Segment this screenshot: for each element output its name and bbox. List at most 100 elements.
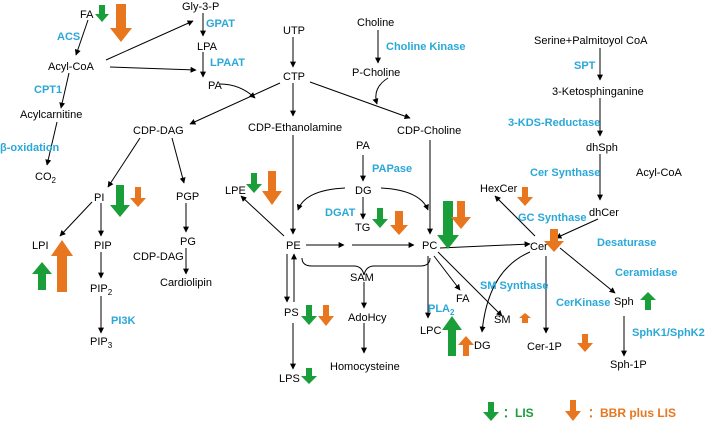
label-lpc: LPC — [420, 325, 441, 337]
label-sph: Sph — [614, 296, 634, 308]
label-acylcarnitine: Acylcarnitine — [20, 109, 82, 121]
edge-ctp-cdpdag — [189, 82, 281, 125]
label-tg: TG — [355, 222, 370, 234]
label-cdp-dag: CDP-DAG — [133, 125, 184, 137]
enzyme-desaturase: Desaturase — [597, 237, 656, 249]
edge-pe-lpe — [240, 195, 285, 237]
enzyme-acs: ACS — [57, 31, 80, 43]
lis-up-arrow-lpc — [442, 316, 462, 356]
bbr-up-arrow-sm — [519, 313, 531, 323]
edge-acylcoa-lpa — [105, 20, 194, 61]
enzyme-choline-kinase: Choline Kinase — [386, 41, 465, 53]
label-cer: Cer — [530, 241, 548, 253]
enzyme-sm-synthase: SM Synthase — [480, 280, 548, 292]
label-pg: PG — [180, 236, 196, 248]
bbr-down-arrow-hexcer — [517, 187, 533, 206]
edge-cdpdag-pgp — [171, 137, 186, 184]
enzyme-lpaat: LPAAT — [210, 57, 245, 69]
lis-down-arrow-pi — [110, 185, 130, 217]
edge-dhcer-cer — [555, 218, 599, 239]
label-pe: PE — [286, 240, 301, 252]
edge-acylcoa-pa — [109, 66, 197, 73]
label-acyl-coa-2: Acyl-CoA — [636, 167, 683, 179]
label-pi: PI — [94, 192, 104, 204]
bbr-up-arrow-lpc — [458, 336, 474, 356]
edge-cer-sph — [559, 247, 616, 294]
label-pa-top: PA — [208, 80, 223, 92]
label-choline: Choline — [357, 17, 394, 29]
lis-up-arrow-lpi — [32, 262, 52, 290]
bbr-down-arrow-fa — [110, 4, 132, 42]
enzyme-spt: SPT — [574, 60, 596, 72]
label-lps: LPS — [279, 373, 300, 385]
edge-dg-pe — [296, 187, 346, 211]
label-fa: FA — [80, 9, 94, 21]
enzyme-dgat: DGAT — [325, 207, 356, 219]
label-dg: DG — [355, 185, 372, 197]
enzyme-cerkinase: CerKinase — [556, 297, 610, 309]
label-sph-1p: Sph-1P — [610, 359, 647, 371]
legend: ：LIS ：BBR plus LIS — [483, 400, 676, 421]
lis-down-arrow-tg — [372, 208, 388, 228]
label-dg-2: DG — [474, 340, 491, 352]
lis-down-arrow-lpe — [246, 173, 262, 193]
label-pa-mid: PA — [356, 140, 371, 152]
edge-pc-fa — [433, 255, 461, 291]
enzyme-cer-synthase: Cer Synthase — [530, 167, 600, 179]
enzyme-gc-synthase: GC Synthase — [518, 212, 586, 224]
bbr-down-arrow-cer — [544, 229, 564, 252]
label-lpi: LPI — [32, 240, 49, 252]
edge-ctp-cdpcho — [309, 81, 411, 119]
legend-lis-arrow — [483, 402, 499, 421]
bbr-down-arrow-ps — [318, 305, 334, 326]
enzyme-beta-oxidation: β-oxidation — [0, 142, 60, 154]
pathway-edges — [45, 13, 627, 370]
bbr-down-arrow-cer-1p — [577, 334, 593, 352]
label-3-ketosphinganine: 3-Ketosphinganine — [552, 86, 644, 98]
label-utp: UTP — [283, 25, 305, 37]
label-acyl-coa: Acyl-CoA — [48, 61, 95, 73]
edge-pi-lpi — [59, 201, 93, 237]
lis-down-arrow-pc — [437, 201, 459, 249]
bbr-down-arrow-pi — [130, 187, 146, 207]
label-gly3p: Gly-3-P — [182, 1, 219, 13]
label-sm: SM — [494, 314, 511, 326]
legend-lis-label: ：LIS — [503, 406, 534, 420]
label-cdp-choline: CDP-Choline — [397, 125, 461, 137]
label-lpa: LPA — [197, 41, 218, 53]
lis-down-arrow-lps — [301, 368, 317, 384]
edge-pa-ctp — [219, 83, 256, 99]
bbr-down-arrow-pc — [451, 201, 471, 229]
label-pip: PIP — [94, 240, 112, 252]
lis-down-arrow-ps — [301, 305, 317, 325]
label-co2: CO2 — [35, 171, 57, 185]
edge-cer-hexcer — [494, 195, 536, 237]
enzyme-labels: ACS GPAT LPAAT Choline Kinase SPT CPT1 3… — [0, 18, 705, 339]
label-pc: PC — [422, 240, 437, 252]
edge-dg-pc — [380, 187, 429, 211]
label-cdp-dag-2: CDP-DAG — [133, 251, 184, 263]
label-dhsph: dhSph — [586, 142, 618, 154]
label-dhcer: dhCer — [589, 207, 619, 219]
label-cdp-ethanolamine: CDP-Ethanolamine — [248, 122, 342, 134]
edge-cer-pc — [439, 241, 531, 249]
legend-bbr-label: ：BBR plus LIS — [588, 406, 676, 420]
enzyme-gpat: GPAT — [206, 18, 235, 30]
enzyme-cpt1: CPT1 — [34, 84, 62, 96]
label-ctp: CTP — [283, 71, 305, 83]
enzyme-pla2: PLA2 — [428, 303, 455, 317]
enzyme-ceramidase: Ceramidase — [615, 267, 677, 279]
label-sam: SAM — [350, 272, 374, 284]
label-fa-2: FA — [456, 293, 470, 305]
enzyme-papase: PAPase — [372, 163, 412, 175]
label-pip3: PIP3 — [90, 336, 113, 350]
label-serine-palmitoyl-coa: Serine+Palmitoyol CoA — [534, 35, 648, 47]
bbr-down-arrow-tg — [390, 211, 408, 235]
bbr-up-arrow-lpi — [51, 240, 73, 292]
label-lpe: LPE — [225, 185, 246, 197]
label-adohcy: AdoHcy — [348, 312, 387, 324]
metabolite-labels: FA Gly-3-P UTP Choline Serine+Palmitoyol… — [20, 1, 683, 385]
enzyme-pi3k: PI3K — [111, 315, 136, 327]
